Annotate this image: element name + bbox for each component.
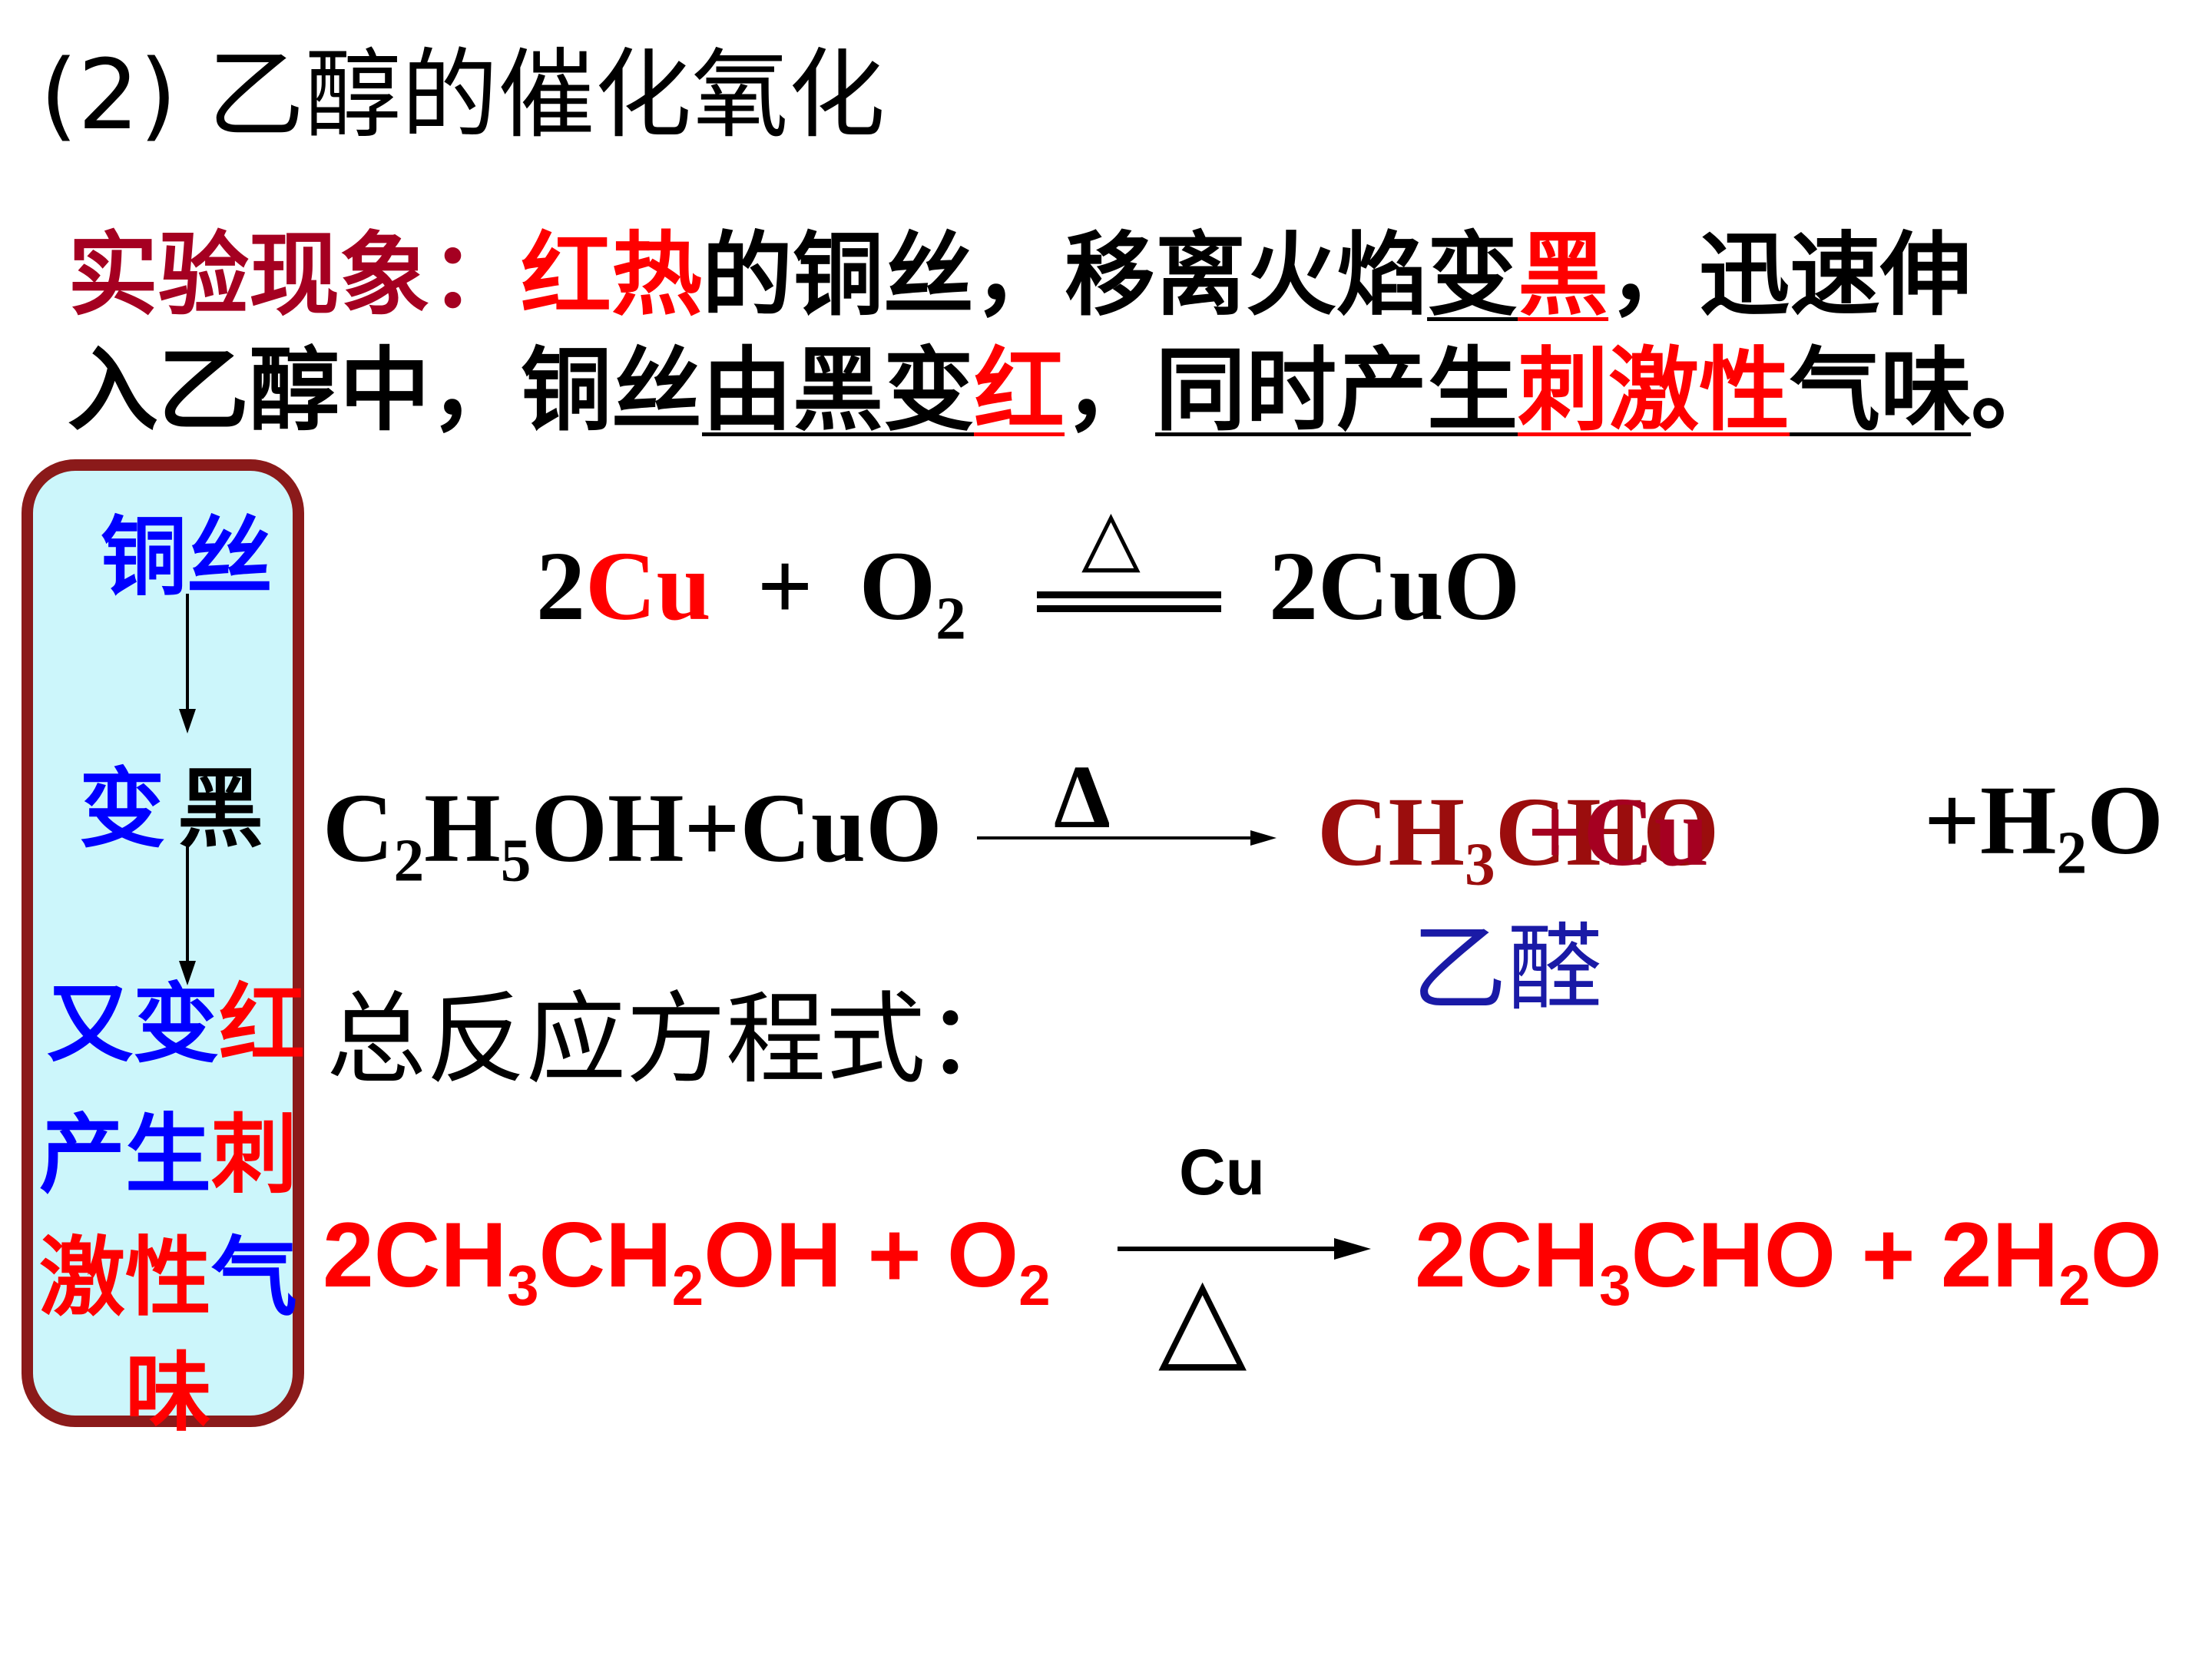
sidebar-hei: 黑 bbox=[177, 760, 263, 859]
equation-ethanol-products: CH3CHO+Cu bbox=[1317, 777, 1720, 899]
obs-text: 的铜丝，移离火焰 bbox=[702, 222, 1428, 328]
equation-copper-oxidation: 2Cu+O2 bbox=[536, 531, 966, 653]
obs-red: 红 bbox=[974, 337, 1065, 443]
obs-text: 入乙醇中，铜丝 bbox=[68, 337, 703, 443]
obs-underlined: 气味 bbox=[1790, 337, 1972, 443]
obs-underlined: 由黑变 bbox=[702, 337, 975, 443]
obs-underlined: 变 bbox=[1427, 222, 1518, 328]
delta-icon: Δ bbox=[1054, 747, 1111, 847]
catalyst-label: Cu bbox=[1179, 1136, 1265, 1208]
equals-sign bbox=[1037, 591, 1221, 612]
reaction-arrow bbox=[977, 830, 1277, 846]
sidebar-pungent-gas: 激性气 bbox=[39, 1228, 297, 1328]
heat-triangle-icon: △ bbox=[1158, 1250, 1247, 1384]
slide-title: (2) 乙醇的催化氧化 bbox=[40, 38, 886, 151]
obs-text: ，迅速伸 bbox=[1608, 222, 1972, 328]
obs-pungent: 刺激性 bbox=[1518, 337, 1790, 443]
obs-text: 。 bbox=[1971, 337, 2062, 443]
overall-reactants: 2CH3CH2OH + O2 bbox=[323, 1204, 1051, 1317]
eq2-water: +H2O bbox=[1924, 766, 2164, 887]
summary-box: 铜丝 变 黑 又变红 产生刺 激性气 味 bbox=[22, 459, 305, 1443]
sidebar-bian: 变 bbox=[79, 760, 165, 859]
down-arrow-icon bbox=[179, 594, 196, 733]
down-arrow-icon bbox=[179, 846, 196, 985]
observation-label: 实验现象： bbox=[68, 222, 522, 328]
observation-line-2: 入乙醇中，铜丝由黑变红，同时产生刺激性气味。 bbox=[68, 316, 2061, 448]
obs-text: ， bbox=[1065, 337, 1156, 443]
sidebar-copper-wire: 铜丝 bbox=[101, 508, 273, 608]
eq1-product: 2CuO bbox=[1269, 531, 1521, 641]
sidebar-turns-red: 又变红 bbox=[47, 975, 305, 1075]
heat-triangle-icon: △ bbox=[1081, 492, 1141, 581]
overall-equation-label: 总反应方程式： bbox=[326, 981, 1026, 1098]
acetaldehyde-label: 乙醛 bbox=[1412, 914, 1603, 1025]
obs-red-hot: 红热 bbox=[521, 222, 703, 328]
equation-ethanol-reactants: C2H5OH+CuO bbox=[323, 773, 942, 895]
obs-underlined: 同时产生 bbox=[1155, 337, 1518, 443]
obs-black: 黑 bbox=[1518, 222, 1609, 328]
observation-line-1: 实验现象：红热的铜丝，移离火焰变黑，迅速伸 bbox=[68, 201, 1971, 333]
sidebar-odor: 味 bbox=[125, 1343, 211, 1443]
overall-products: 2CH3CHO + 2H2O bbox=[1415, 1204, 2162, 1317]
sidebar-produces: 产生刺 bbox=[39, 1105, 297, 1205]
overall-reaction-arrow bbox=[1118, 1238, 1371, 1260]
